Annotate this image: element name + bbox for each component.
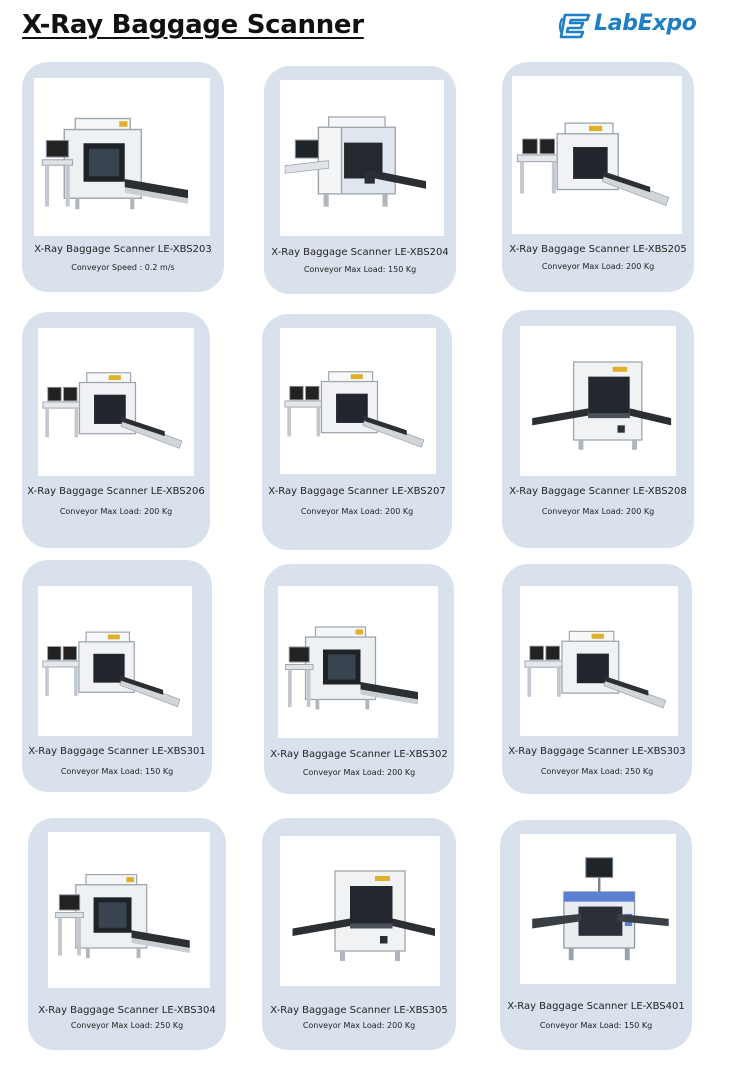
xray-scanner-illustration xyxy=(531,857,670,961)
xray-scanner-illustration xyxy=(516,122,670,207)
product-image xyxy=(520,586,678,736)
product-spec: Conveyor Max Load: 150 Kg xyxy=(60,767,174,776)
product-spec: Conveyor Max Load: 200 Kg xyxy=(302,1021,416,1030)
xray-scanner-illustration xyxy=(41,117,189,210)
product-name: X-Ray Baggage Scanner LE-XBS206 xyxy=(27,486,205,497)
product-name: X-Ray Baggage Scanner LE-XBS302 xyxy=(270,749,448,760)
brand-name: LabExpo xyxy=(594,11,697,36)
product-image xyxy=(512,76,682,234)
product-name: X-Ray Baggage Scanner LE-XBS207 xyxy=(268,486,446,497)
product-image xyxy=(280,836,440,986)
xray-scanner-illustration xyxy=(42,372,183,449)
product-image xyxy=(280,80,444,236)
product-name: X-Ray Baggage Scanner LE-XBS304 xyxy=(38,1005,216,1016)
product-spec: Conveyor Speed : 0.2 m/s xyxy=(71,263,175,272)
xray-scanner-illustration xyxy=(284,371,425,448)
product-name: X-Ray Baggage Scanner LE-XBS203 xyxy=(34,244,212,255)
xray-scanner-illustration xyxy=(42,631,181,708)
xray-scanner-illustration xyxy=(284,626,419,711)
product-spec: Conveyor Max Load: 200 Kg xyxy=(302,768,416,777)
product-image xyxy=(280,328,436,474)
product-image xyxy=(520,326,676,476)
product-image xyxy=(520,834,676,984)
product-image xyxy=(38,328,194,476)
product-spec: Conveyor Max Load: 200 Kg xyxy=(59,507,173,516)
product-spec: Conveyor Max Load: 250 Kg xyxy=(540,767,654,776)
xray-scanner-illustration xyxy=(54,873,191,959)
product-spec: Conveyor Max Load: 150 Kg xyxy=(539,1021,653,1030)
product-name: X-Ray Baggage Scanner LE-XBS208 xyxy=(509,486,687,497)
product-name: X-Ray Baggage Scanner LE-XBS305 xyxy=(270,1005,448,1016)
xray-scanner-illustration xyxy=(524,630,667,709)
product-image xyxy=(34,78,210,236)
product-spec: Conveyor Max Load: 200 Kg xyxy=(541,507,655,516)
product-image xyxy=(278,586,438,738)
product-name: X-Ray Baggage Scanner LE-XBS204 xyxy=(271,247,449,258)
product-name: X-Ray Baggage Scanner LE-XBS303 xyxy=(508,746,686,757)
xray-scanner-illustration xyxy=(284,116,427,208)
labexpo-logo-icon xyxy=(558,13,591,39)
product-spec: Conveyor Max Load: 250 Kg xyxy=(70,1021,184,1030)
brand-logo: LabExpo xyxy=(557,10,717,42)
product-name: X-Ray Baggage Scanner LE-XBS301 xyxy=(28,746,206,757)
product-spec: Conveyor Max Load: 200 Kg xyxy=(541,262,655,271)
product-image xyxy=(48,832,210,988)
product-name: X-Ray Baggage Scanner LE-XBS401 xyxy=(507,1001,685,1012)
xray-scanner-illustration xyxy=(531,361,672,451)
xray-scanner-illustration xyxy=(291,870,436,962)
product-spec: Conveyor Max Load: 150 Kg xyxy=(303,265,417,274)
product-image xyxy=(38,586,192,736)
product-spec: Conveyor Max Load: 200 Kg xyxy=(300,507,414,516)
product-name: X-Ray Baggage Scanner LE-XBS205 xyxy=(509,244,687,255)
page-title: X-Ray Baggage Scanner xyxy=(22,10,364,40)
